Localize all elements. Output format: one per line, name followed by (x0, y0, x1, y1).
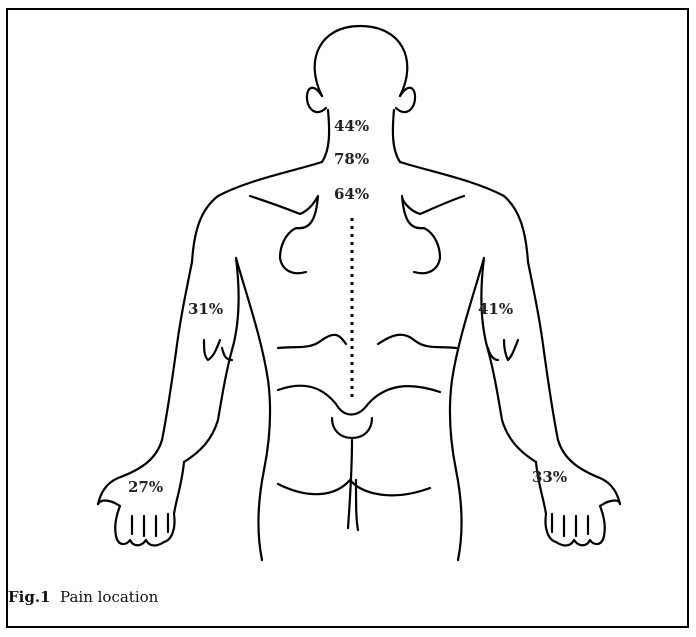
right-elbow-mark (488, 340, 518, 360)
label-left-upper-arm: 41% (478, 300, 513, 318)
label-right-hand: 27% (128, 478, 163, 496)
right-shoulder (400, 162, 528, 262)
torso-left (236, 258, 270, 560)
lower-back-crease (278, 335, 456, 348)
gluteal-cleft (348, 440, 358, 530)
arm-left-outer (98, 262, 192, 504)
caption-text: Pain location (60, 588, 158, 606)
right-hand-fingers (552, 514, 588, 536)
left-hand-outline (98, 462, 184, 546)
label-neck-upper: 44% (334, 117, 369, 135)
left-elbow-mark (204, 340, 232, 360)
neck-left (322, 110, 329, 162)
neck-right (393, 110, 400, 162)
label-left-hand: 33% (532, 468, 567, 486)
right-scapula (402, 196, 464, 273)
left-scapula (250, 196, 318, 273)
waist-curve (278, 386, 440, 415)
left-hand-fingers (132, 514, 168, 536)
label-right-upper-arm: 31% (188, 300, 223, 318)
right-ear-outline (396, 88, 415, 112)
left-ear-outline (307, 88, 326, 112)
head-outline (315, 26, 408, 96)
figure-caption: Fig.1 Pain location (8, 588, 158, 606)
buttocks-curve (278, 480, 430, 495)
caption-number: Fig.1 (8, 588, 51, 606)
pelvis-curve (332, 418, 372, 438)
label-neck-lower: 78% (334, 150, 369, 168)
label-upper-back: 64% (334, 185, 369, 203)
